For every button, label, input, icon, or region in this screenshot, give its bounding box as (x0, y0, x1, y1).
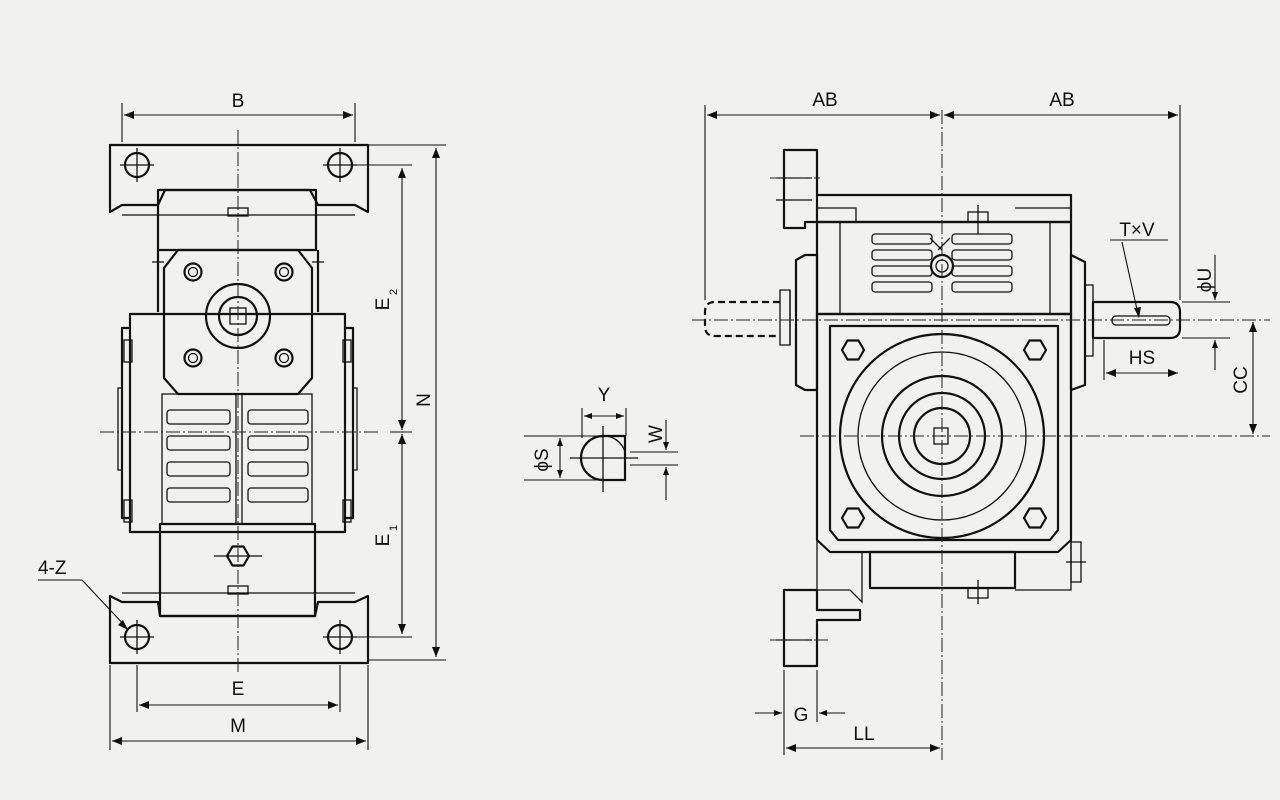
label-y: Y (598, 385, 611, 406)
worm-housing (815, 220, 1073, 316)
label-e: E (232, 679, 245, 700)
upper-housing (156, 188, 318, 252)
side-dimensions (704, 105, 1257, 755)
label-n: N (414, 393, 435, 407)
hex-bolt-icon (1022, 339, 1048, 361)
hex-bolt-icon (1022, 507, 1048, 529)
label-w: W (646, 425, 667, 443)
label-e1: E (373, 534, 394, 547)
front-view (100, 130, 380, 675)
mount-bolt-icon (118, 146, 156, 184)
label-ll: LL (853, 724, 874, 745)
label-hs: HS (1129, 348, 1155, 369)
label-g: G (794, 705, 809, 726)
bottom-foot (108, 594, 370, 665)
keyway-detail (524, 408, 678, 500)
dimension-labels: B E 2 N E 1 4-Z E M Y W ϕS AB AB T×V ϕU … (38, 90, 1252, 745)
label-e1-subscript: 1 (388, 525, 400, 531)
output-shaft (1091, 300, 1182, 340)
label-ab-left: AB (812, 90, 837, 111)
label-s: ϕS (532, 448, 553, 471)
label-u: ϕU (1195, 268, 1216, 292)
label-4-z: 4-Z (38, 558, 67, 579)
label-cc: CC (1231, 366, 1252, 393)
front-dimensions (38, 103, 446, 750)
label-ab-right: AB (1049, 90, 1074, 111)
label-b: B (232, 91, 245, 112)
side-view (692, 110, 1270, 760)
wheel-housing (815, 312, 1073, 554)
label-m: M (230, 716, 246, 737)
label-e2: E (373, 298, 394, 311)
label-e2-subscript: 2 (388, 289, 400, 295)
label-t-x-v: T×V (1119, 220, 1155, 241)
hex-bolt-icon (840, 507, 866, 529)
hex-bolt-icon (840, 339, 866, 361)
top-foot (108, 143, 370, 214)
